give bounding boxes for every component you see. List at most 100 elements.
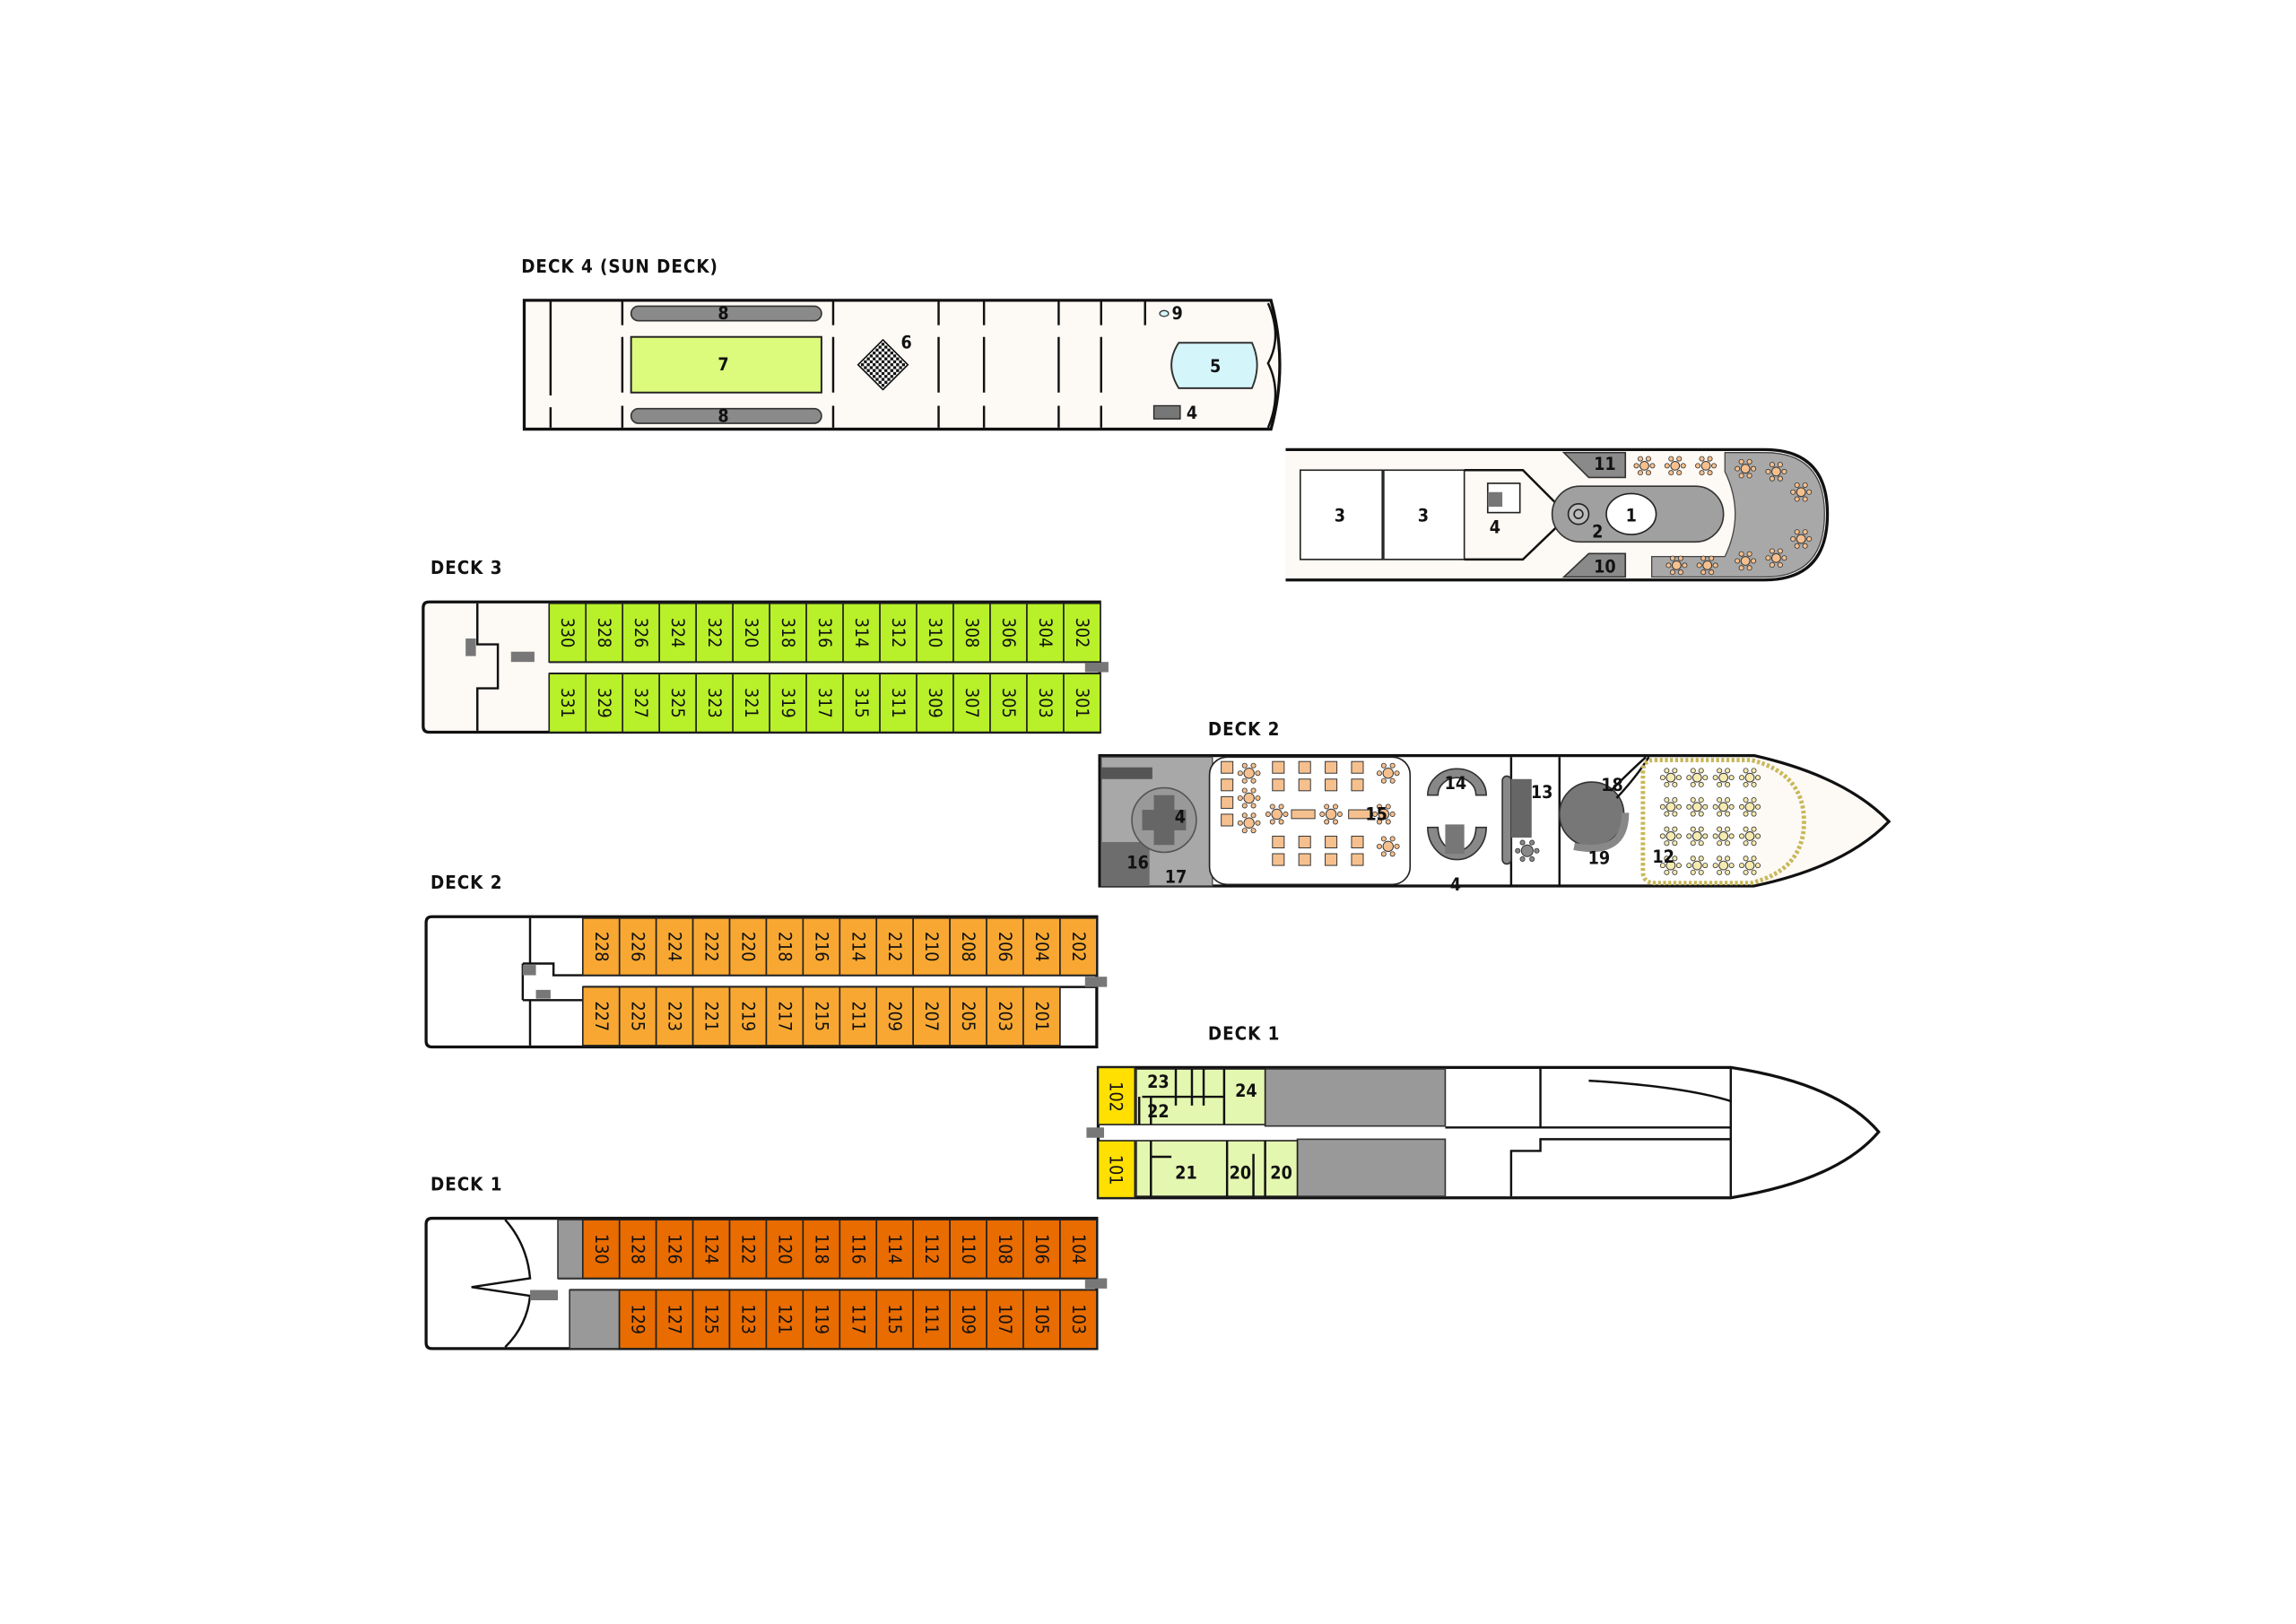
cabin-221[interactable]: 221 xyxy=(691,986,731,1046)
cabin-105[interactable]: 105 xyxy=(1022,1289,1061,1350)
cabin-129[interactable]: 129 xyxy=(618,1289,657,1350)
cabin-number: 129 xyxy=(628,1304,648,1334)
cabin-114[interactable]: 114 xyxy=(875,1219,914,1280)
terrace-table xyxy=(1695,456,1718,476)
cabin-320[interactable]: 320 xyxy=(732,603,770,663)
cabin-228[interactable]: 228 xyxy=(581,917,621,977)
cabin-315[interactable]: 315 xyxy=(842,673,881,734)
cabin-301[interactable]: 301 xyxy=(1063,673,1101,734)
cabin-303[interactable]: 303 xyxy=(1026,673,1065,734)
cabin-203[interactable]: 203 xyxy=(986,986,1024,1046)
cabin-125[interactable]: 125 xyxy=(691,1289,731,1350)
cabin-307[interactable]: 307 xyxy=(952,673,991,734)
cabin-116[interactable]: 116 xyxy=(839,1219,878,1280)
cabin-223[interactable]: 223 xyxy=(655,986,694,1046)
cabin-306[interactable]: 306 xyxy=(989,603,1028,663)
service-top xyxy=(557,1219,584,1280)
cabin-329[interactable]: 329 xyxy=(585,673,624,734)
cabin-121[interactable]: 121 xyxy=(765,1289,804,1350)
deck4-plan: DECK 4 (SUN DECK) 8 8 7 6 5 9 4 xyxy=(521,256,1282,431)
cabin-123[interactable]: 123 xyxy=(728,1289,768,1350)
cabin-215[interactable]: 215 xyxy=(802,986,841,1046)
cabin-206[interactable]: 206 xyxy=(986,917,1024,977)
cabin-106[interactable]: 106 xyxy=(1022,1219,1061,1280)
cabin-128[interactable]: 128 xyxy=(618,1219,657,1280)
cabin-316[interactable]: 316 xyxy=(805,603,844,663)
cabin-112[interactable]: 112 xyxy=(912,1219,951,1280)
cabin-314[interactable]: 314 xyxy=(842,603,881,663)
cabin-104[interactable]: 104 xyxy=(1059,1219,1098,1280)
deck3-forward-plan: 11 10 3 3 4 2 1 xyxy=(1285,447,1830,582)
cabin-308[interactable]: 308 xyxy=(952,603,991,663)
cabin-324[interactable]: 324 xyxy=(658,603,697,663)
cabin-205[interactable]: 205 xyxy=(949,986,987,1046)
cabin-box xyxy=(655,1289,694,1350)
gangway-icon xyxy=(1086,1127,1105,1138)
cabin-226[interactable]: 226 xyxy=(618,917,657,977)
cabin-108[interactable]: 108 xyxy=(986,1219,1024,1280)
cabin-211[interactable]: 211 xyxy=(839,986,878,1046)
cabin-317[interactable]: 317 xyxy=(805,673,844,734)
cabin-331[interactable]: 331 xyxy=(548,673,587,734)
cabin-318[interactable]: 318 xyxy=(769,603,807,663)
cabin-box xyxy=(802,986,841,1046)
cabin-119[interactable]: 119 xyxy=(802,1289,841,1350)
cabin-225[interactable]: 225 xyxy=(618,986,657,1046)
cabin-117[interactable]: 117 xyxy=(839,1289,878,1350)
cabin-227[interactable]: 227 xyxy=(581,986,621,1046)
cabin-207[interactable]: 207 xyxy=(912,986,951,1046)
stairs-icon xyxy=(1445,824,1465,855)
cabin-224[interactable]: 224 xyxy=(655,917,694,977)
cabin-322[interactable]: 322 xyxy=(695,603,734,663)
cabin-328[interactable]: 328 xyxy=(585,603,624,663)
cabin-110[interactable]: 110 xyxy=(949,1219,987,1280)
cabin-111[interactable]: 111 xyxy=(912,1289,951,1350)
cabin-124[interactable]: 124 xyxy=(691,1219,731,1280)
cabin-302[interactable]: 302 xyxy=(1063,603,1101,663)
cabin-330[interactable]: 330 xyxy=(548,603,587,663)
cabin-107[interactable]: 107 xyxy=(986,1289,1024,1350)
cabin-216[interactable]: 216 xyxy=(802,917,841,977)
cabin-217[interactable]: 217 xyxy=(765,986,804,1046)
cabin-204[interactable]: 204 xyxy=(1022,917,1061,977)
cabin-122[interactable]: 122 xyxy=(728,1219,768,1280)
cabin-219[interactable]: 219 xyxy=(728,986,768,1046)
cabin-115[interactable]: 115 xyxy=(875,1289,915,1350)
cabin-312[interactable]: 312 xyxy=(879,603,918,663)
cabin-109[interactable]: 109 xyxy=(949,1289,987,1350)
cabin-304[interactable]: 304 xyxy=(1026,603,1065,663)
cabin-305[interactable]: 305 xyxy=(989,673,1028,734)
cabin-327[interactable]: 327 xyxy=(622,673,661,734)
restaurant-label: 15 xyxy=(1365,803,1387,824)
cabin-126[interactable]: 126 xyxy=(655,1219,694,1280)
cabin-118[interactable]: 118 xyxy=(802,1219,841,1280)
cabin-127[interactable]: 127 xyxy=(655,1289,694,1350)
cabin-box xyxy=(949,1289,987,1350)
cabin-212[interactable]: 212 xyxy=(875,917,914,977)
cabin-325[interactable]: 325 xyxy=(658,673,697,734)
cabin-310[interactable]: 310 xyxy=(916,603,954,663)
cabin-208[interactable]: 208 xyxy=(949,917,987,977)
cabin-319[interactable]: 319 xyxy=(769,673,807,734)
cabin-number: 218 xyxy=(774,932,795,962)
cabin-209[interactable]: 209 xyxy=(875,986,914,1046)
cabin-201[interactable]: 201 xyxy=(1022,986,1061,1046)
cabin-222[interactable]: 222 xyxy=(691,917,731,977)
cabin-202[interactable]: 202 xyxy=(1059,917,1098,977)
cabin-103[interactable]: 103 xyxy=(1059,1289,1098,1350)
cabin-311[interactable]: 311 xyxy=(879,673,918,734)
cabin-323[interactable]: 323 xyxy=(695,673,734,734)
cabin-326[interactable]: 326 xyxy=(622,603,661,663)
cabin-218[interactable]: 218 xyxy=(765,917,804,977)
cabin-120[interactable]: 120 xyxy=(765,1219,804,1280)
cabin-309[interactable]: 309 xyxy=(916,673,954,734)
cabin-214[interactable]: 214 xyxy=(839,917,878,977)
cabin-210[interactable]: 210 xyxy=(912,917,951,977)
room-22-label: 22 xyxy=(1147,1101,1170,1122)
restaurant-booth xyxy=(1221,760,1234,774)
cabin-130[interactable]: 130 xyxy=(581,1219,621,1280)
cabin-321[interactable]: 321 xyxy=(732,673,770,734)
cabin-220[interactable]: 220 xyxy=(728,917,768,977)
